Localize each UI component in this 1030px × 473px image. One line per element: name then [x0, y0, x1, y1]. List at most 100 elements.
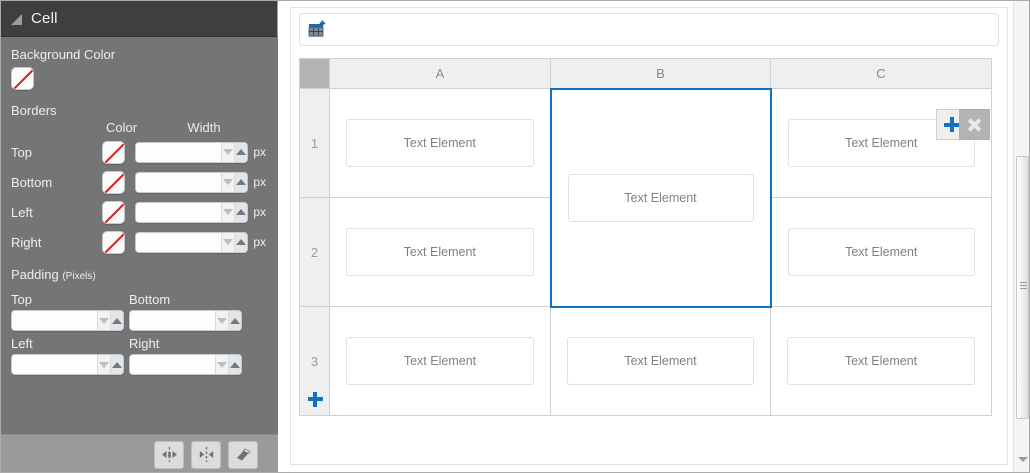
- background-color-swatch[interactable]: [11, 67, 34, 90]
- padding-top-label: Top: [11, 292, 32, 307]
- padding-top-input[interactable]: [12, 311, 98, 330]
- border-row-right: Right px: [11, 227, 266, 257]
- border-right-width-decrement[interactable]: [221, 232, 235, 252]
- padding-bottom-increment[interactable]: [228, 311, 241, 330]
- text-element[interactable]: Text Element: [346, 119, 534, 167]
- padding-label-units: (Pixels): [62, 271, 96, 282]
- table-cell-a3[interactable]: Text Element: [329, 306, 551, 416]
- padding-right-increment[interactable]: [228, 355, 241, 374]
- plus-icon: [944, 117, 959, 132]
- border-left-width-increment[interactable]: [234, 202, 248, 222]
- text-element[interactable]: Text Element: [567, 337, 754, 386]
- delete-column-button[interactable]: [959, 109, 990, 140]
- column-header-a[interactable]: A: [329, 58, 551, 89]
- collapse-horizontally-icon[interactable]: [191, 440, 221, 469]
- layout-table: A B C 1 Text Element Text Element: [299, 58, 992, 416]
- padding-right-stepper[interactable]: [129, 354, 242, 375]
- border-right-width-input[interactable]: [135, 232, 222, 252]
- table-cell-a1[interactable]: Text Element: [329, 88, 551, 198]
- table-grid: A B C 1 Text Element Text Element: [299, 58, 992, 416]
- scrollbar-thumb[interactable]: [1016, 156, 1029, 419]
- table-cell-c1[interactable]: Text Element: [770, 88, 992, 198]
- border-right-color-swatch[interactable]: [102, 230, 126, 254]
- text-element[interactable]: Text Element: [567, 173, 754, 222]
- table-cell-a2[interactable]: Text Element: [329, 197, 551, 307]
- row-header-3-label: 3: [310, 353, 319, 369]
- add-row-button[interactable]: [303, 387, 327, 411]
- sidebar-footer-toolbar: [1, 434, 278, 472]
- column-header-b[interactable]: B: [550, 58, 771, 90]
- text-element[interactable]: Text Element: [787, 228, 975, 276]
- border-bottom-unit: px: [253, 175, 266, 189]
- distribute-horizontally-icon[interactable]: [154, 440, 184, 469]
- page-title: Cell: [31, 10, 58, 27]
- border-top-width-input[interactable]: [135, 142, 222, 162]
- border-top-width-decrement[interactable]: [221, 142, 235, 162]
- border-top-unit: px: [253, 145, 266, 159]
- padding-bottom-label: Bottom: [129, 292, 171, 307]
- padding-bottom-stepper[interactable]: [129, 310, 242, 331]
- border-bottom-color-swatch[interactable]: [102, 170, 126, 194]
- border-left-width-input[interactable]: [135, 202, 222, 222]
- border-bottom-width-increment[interactable]: [234, 172, 248, 192]
- border-left-color-swatch[interactable]: [102, 200, 126, 224]
- padding-top-decrement[interactable]: [97, 311, 111, 330]
- border-bottom-width-input[interactable]: [135, 172, 222, 192]
- border-top-label: Top: [11, 144, 32, 160]
- border-top-width-stepper[interactable]: [134, 141, 249, 163]
- table-cell-c2[interactable]: Text Element: [770, 197, 992, 307]
- padding-top-increment[interactable]: [110, 311, 123, 330]
- background-color-label: Background Color: [11, 47, 116, 62]
- border-right-width-stepper[interactable]: [134, 231, 249, 253]
- row-header-2[interactable]: 2: [299, 197, 330, 307]
- sidebar-body: Background Color Borders Color Width Top…: [1, 37, 278, 434]
- border-left-width-decrement[interactable]: [221, 202, 235, 222]
- text-element[interactable]: Text Element: [346, 228, 534, 276]
- padding-section: Padding (Pixels) Top Bottom: [11, 267, 266, 375]
- border-right-label: Right: [11, 234, 42, 250]
- vertical-scrollbar[interactable]: [1013, 1, 1029, 472]
- padding-right-decrement[interactable]: [215, 355, 229, 374]
- editor-surface: A B C 1 Text Element Text Element: [290, 7, 1008, 465]
- padding-right-label: Right: [129, 336, 160, 351]
- column-header-c[interactable]: C: [770, 58, 992, 89]
- plus-icon: [307, 391, 323, 407]
- border-top-color-swatch[interactable]: [102, 140, 126, 164]
- cell-properties-sidebar: Cell Background Color Borders Color Widt…: [1, 1, 278, 472]
- borders-width-header: Width: [187, 120, 221, 135]
- table-corner-cell[interactable]: [299, 58, 330, 89]
- text-element[interactable]: Text Element: [346, 337, 534, 385]
- padding-bottom-input[interactable]: [130, 311, 216, 330]
- table-cell-b3[interactable]: Text Element: [550, 306, 771, 416]
- border-row-bottom: Bottom px: [11, 167, 266, 197]
- border-right-width-increment[interactable]: [234, 232, 248, 252]
- row-header-3[interactable]: 3: [299, 306, 330, 416]
- eraser-icon[interactable]: [228, 440, 258, 469]
- insert-table-icon[interactable]: [307, 19, 329, 41]
- padding-top-stepper[interactable]: [11, 310, 124, 331]
- padding-left-stepper[interactable]: [11, 354, 124, 375]
- padding-left-input[interactable]: [12, 355, 98, 374]
- table-cell-b1-merged[interactable]: Text Element: [549, 87, 772, 308]
- table-header-row: A B C: [299, 58, 992, 90]
- padding-bottom-decrement[interactable]: [215, 311, 229, 330]
- border-bottom-width-decrement[interactable]: [221, 172, 235, 192]
- border-right-unit: px: [253, 235, 266, 249]
- padding-left-increment[interactable]: [110, 355, 123, 374]
- borders-column-headers: Color Width: [11, 120, 266, 135]
- scroll-down-button[interactable]: [1016, 453, 1029, 466]
- text-element[interactable]: Text Element: [787, 119, 975, 167]
- text-element[interactable]: Text Element: [787, 337, 975, 385]
- triangle-collapse-icon[interactable]: [11, 14, 22, 25]
- border-bottom-label: Bottom: [11, 174, 53, 190]
- border-top-width-increment[interactable]: [234, 142, 248, 162]
- table-cell-c3[interactable]: Text Element: [770, 306, 992, 416]
- borders-label: Borders: [11, 103, 57, 118]
- padding-right-input[interactable]: [130, 355, 216, 374]
- border-bottom-width-stepper[interactable]: [134, 171, 249, 193]
- row-header-1[interactable]: 1: [299, 88, 330, 198]
- padding-left-decrement[interactable]: [97, 355, 111, 374]
- sidebar-header[interactable]: Cell: [1, 1, 277, 37]
- border-left-width-stepper[interactable]: [134, 201, 249, 223]
